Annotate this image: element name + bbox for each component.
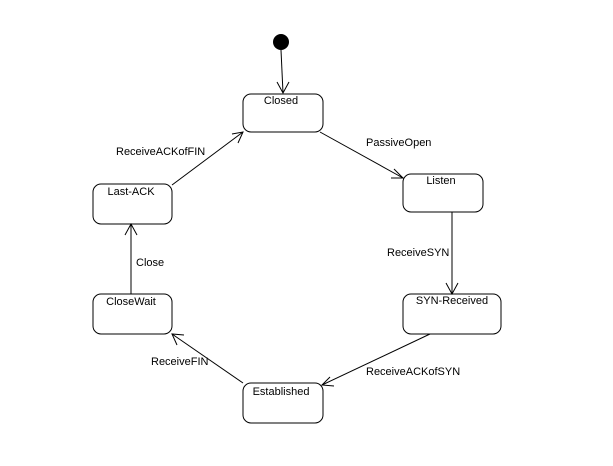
transition-passive-open-arrowhead	[391, 168, 405, 179]
state-listen[interactable]: Listen	[402, 173, 484, 213]
state-last-ack-label: Last-ACK	[107, 186, 155, 198]
state-closed-label: Closed	[264, 95, 298, 107]
transition-receive-syn-label: ReceiveSYN	[387, 247, 449, 259]
state-close-wait-label: CloseWait	[106, 296, 156, 308]
state-established[interactable]: Established	[242, 382, 324, 424]
transition-receive-ack-of-syn: ReceiveACKofSYN	[320, 333, 460, 387]
state-closed[interactable]: Closed	[242, 93, 324, 133]
transition-passive-open: PassiveOpen	[319, 131, 431, 179]
transition-receive-fin-line	[171, 333, 244, 384]
transition-passive-open-label: PassiveOpen	[366, 137, 431, 149]
state-syn-received[interactable]: SYN-Received	[402, 293, 502, 335]
initial-transition-line	[280, 49, 284, 94]
initial-transition-arrowhead	[276, 81, 290, 95]
transition-receive-fin-arrowhead	[171, 333, 185, 346]
transition-close-label: Close	[136, 257, 164, 269]
transition-receive-ack-of-fin-arrowhead	[231, 131, 244, 144]
transition-close-arrowhead	[124, 222, 138, 236]
transition-receive-ack-of-fin-line	[171, 131, 244, 186]
transition-receive-fin-label: ReceiveFIN	[151, 356, 209, 368]
state-close-wait[interactable]: CloseWait	[92, 293, 173, 335]
transition-receive-ack-of-syn-arrowhead	[320, 376, 335, 387]
initial-state-dot	[273, 34, 289, 50]
transition-close: Close	[124, 222, 164, 294]
state-last-ack[interactable]: Last-ACK	[92, 183, 173, 225]
transition-receive-syn-arrowhead	[445, 282, 459, 296]
transition-passive-open-line	[319, 131, 404, 179]
state-listen-label: Listen	[426, 175, 455, 187]
transition-receive-ack-of-syn-label: ReceiveACKofSYN	[366, 366, 460, 378]
state-syn-received-label: SYN-Received	[416, 295, 488, 307]
transition-receive-fin: ReceiveFIN	[151, 333, 244, 384]
transition-receive-syn: ReceiveSYN	[387, 212, 459, 296]
state-established-label: Established	[253, 386, 310, 398]
transition-receive-ack-of-fin-label: ReceiveACKofFIN	[116, 146, 205, 158]
transition-receive-ack-of-syn-line	[321, 333, 431, 386]
transition-receive-ack-of-fin: ReceiveACKofFIN	[116, 131, 244, 186]
